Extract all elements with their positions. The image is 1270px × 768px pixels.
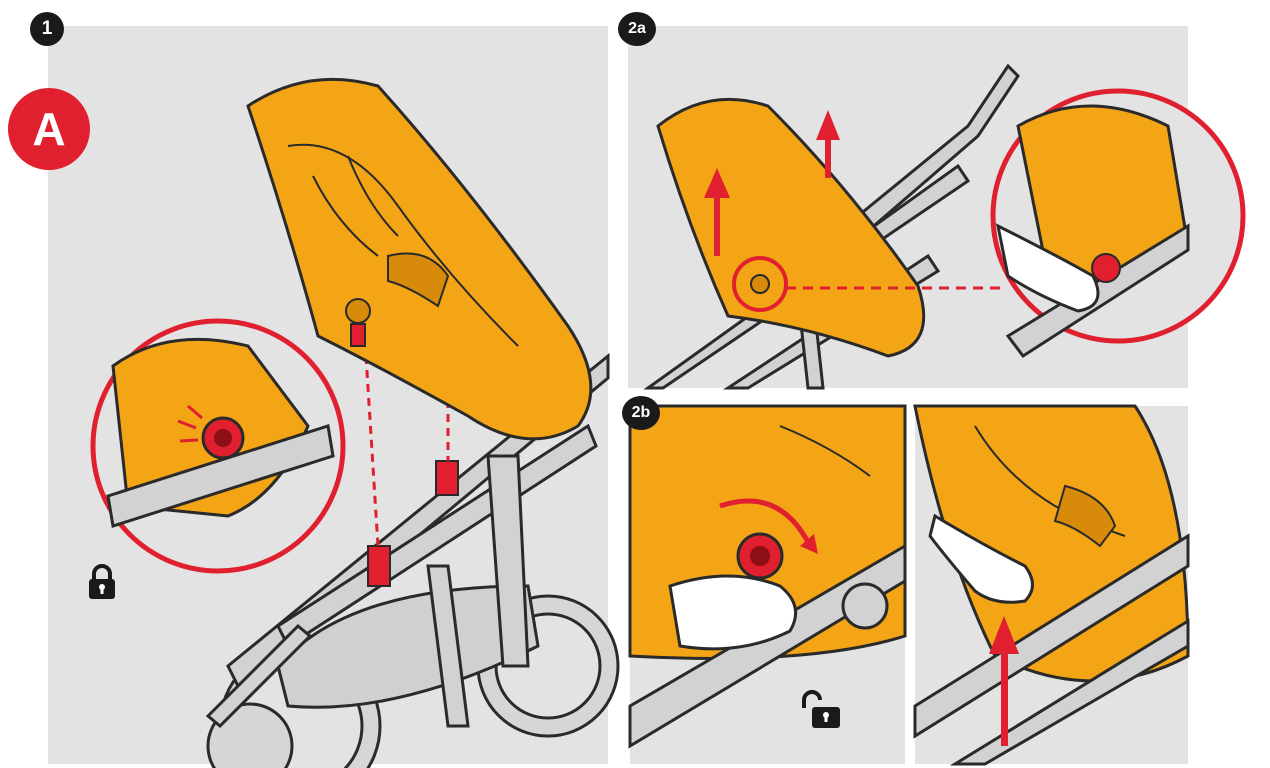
lock-closed-icon bbox=[89, 564, 115, 599]
basket bbox=[276, 584, 540, 709]
mode-a-badge: A bbox=[8, 88, 90, 170]
lock-detail-zoom bbox=[90, 318, 346, 574]
step2b-right-panel bbox=[913, 404, 1190, 766]
step1-panel: 1 A bbox=[8, 12, 620, 768]
release-button-highlight bbox=[732, 256, 788, 312]
alignment-guides bbox=[364, 355, 450, 547]
step2a-illustration bbox=[643, 63, 1246, 390]
step-2a-badge: 2a bbox=[618, 12, 656, 46]
step-2b-badge: 2b bbox=[622, 396, 660, 430]
left-adapter bbox=[367, 545, 391, 587]
carrycot-seat bbox=[246, 77, 593, 441]
step-1-badge: 1 bbox=[30, 12, 64, 46]
red-arrow-icon bbox=[704, 110, 840, 256]
step2b-left-illustration bbox=[628, 404, 907, 749]
stroller-frame bbox=[628, 543, 907, 749]
hand bbox=[928, 513, 1034, 604]
hand bbox=[668, 574, 798, 651]
release-detail-zoom bbox=[990, 88, 1246, 359]
carrycot-seat bbox=[656, 97, 926, 358]
step1-illustration bbox=[90, 77, 620, 768]
red-arrow-icon bbox=[719, 498, 813, 548]
lock-open-icon bbox=[802, 690, 840, 728]
step2a-panel: 2a bbox=[618, 12, 1246, 390]
step2b-left-panel: 2b bbox=[622, 396, 907, 764]
stroller-frame bbox=[913, 533, 1190, 739]
right-adapter bbox=[435, 460, 459, 496]
red-arrow-icon bbox=[989, 616, 1019, 746]
step2b-right-illustration bbox=[913, 404, 1190, 766]
stroller-frame bbox=[205, 352, 610, 729]
